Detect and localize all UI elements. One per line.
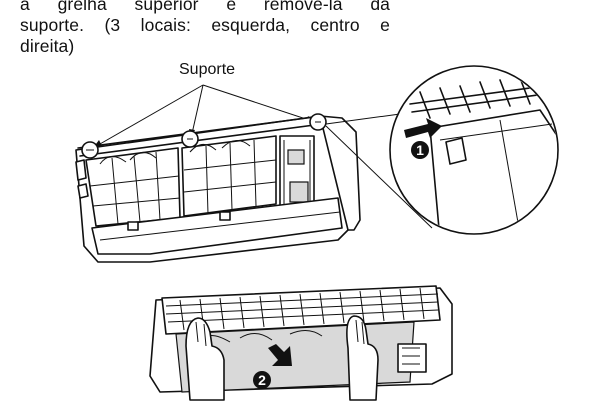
right-hand [346, 315, 379, 401]
instruction-text: a grelha superior e remove-la da suporte… [20, 0, 390, 57]
step-2-badge [253, 371, 271, 389]
lower-indoor-unit: 2 [149, 285, 453, 401]
step-1-badge [411, 141, 429, 159]
left-hand [185, 317, 225, 401]
instruction-line-3: direita) [20, 36, 75, 56]
step-2-number: 2 [258, 372, 266, 388]
pull-down-arrow-icon [268, 344, 292, 366]
support-callout-label: Suporte [179, 61, 236, 78]
upper-indoor-unit [75, 113, 361, 263]
instruction-line-2: suporte. (3 locais: esquerda, centro e [20, 15, 390, 35]
instruction-line-1: a grelha superior e remove-la da [20, 0, 390, 14]
step-1-number: 1 [416, 142, 424, 158]
detail-magnifier: 1 [325, 65, 559, 235]
push-arrow-icon [404, 118, 442, 138]
